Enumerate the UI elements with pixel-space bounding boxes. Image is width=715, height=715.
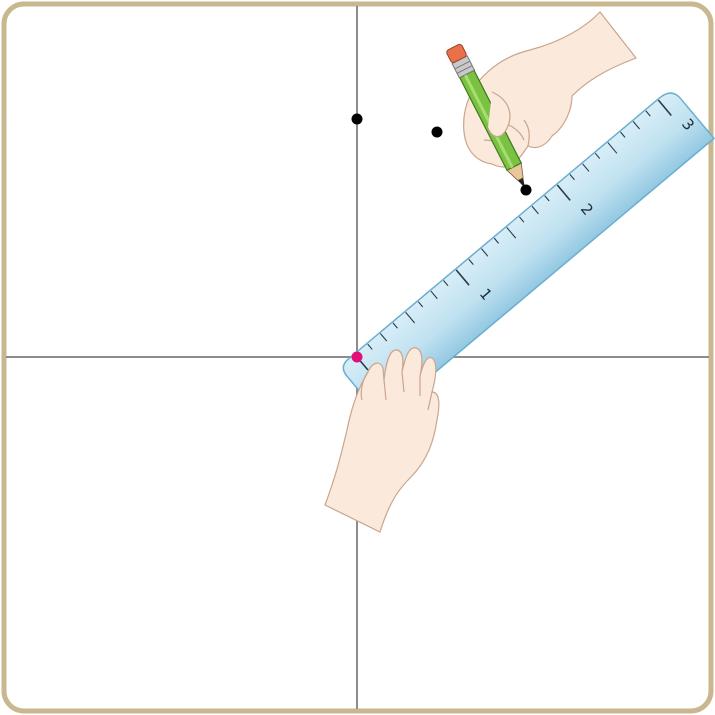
point-at-pencil-tip[interactable] xyxy=(520,184,532,196)
ruler-tick xyxy=(594,152,601,159)
ruler-tick xyxy=(657,99,672,116)
pencil-ferrule-line xyxy=(454,60,470,70)
ruler-tick xyxy=(620,131,626,138)
ruler-tick xyxy=(531,205,539,215)
ruler-tick xyxy=(582,163,590,172)
ruler-tick xyxy=(443,280,449,287)
ruler-tick xyxy=(645,110,651,117)
right-thumb xyxy=(487,91,511,138)
point-on-y-axis[interactable] xyxy=(351,113,363,125)
ruler-tick xyxy=(367,343,373,350)
ruler-tick xyxy=(392,322,398,329)
ruler-tick xyxy=(544,195,550,202)
ruler-tick xyxy=(518,216,525,223)
ruler-tick xyxy=(506,227,517,239)
left-hand-icon xyxy=(324,347,440,533)
left-hand-finger-lines xyxy=(383,371,433,411)
pencil-body-stripe xyxy=(463,74,514,169)
ruler-tick xyxy=(405,311,416,324)
ruler-tick xyxy=(430,290,438,300)
ruler-tick xyxy=(417,301,424,308)
pencil-eraser xyxy=(446,43,467,64)
pencil-ferrule-line xyxy=(457,65,472,74)
ruler-tick xyxy=(493,237,500,244)
point-upper-right[interactable] xyxy=(431,126,443,138)
ruler-tick xyxy=(569,174,575,181)
origin-point[interactable] xyxy=(351,351,363,363)
ruler-tick xyxy=(455,269,470,286)
ruler-tick xyxy=(481,248,489,257)
left-thumb xyxy=(360,371,369,401)
ruler-tick xyxy=(468,258,474,265)
ruler-tick xyxy=(607,142,618,154)
ruler-tick xyxy=(556,184,571,201)
ruler-tick xyxy=(632,121,640,130)
ruler-icon[interactable]: 123 xyxy=(339,88,715,418)
ruler-ticks xyxy=(354,99,672,371)
ruler-tick xyxy=(379,333,388,342)
